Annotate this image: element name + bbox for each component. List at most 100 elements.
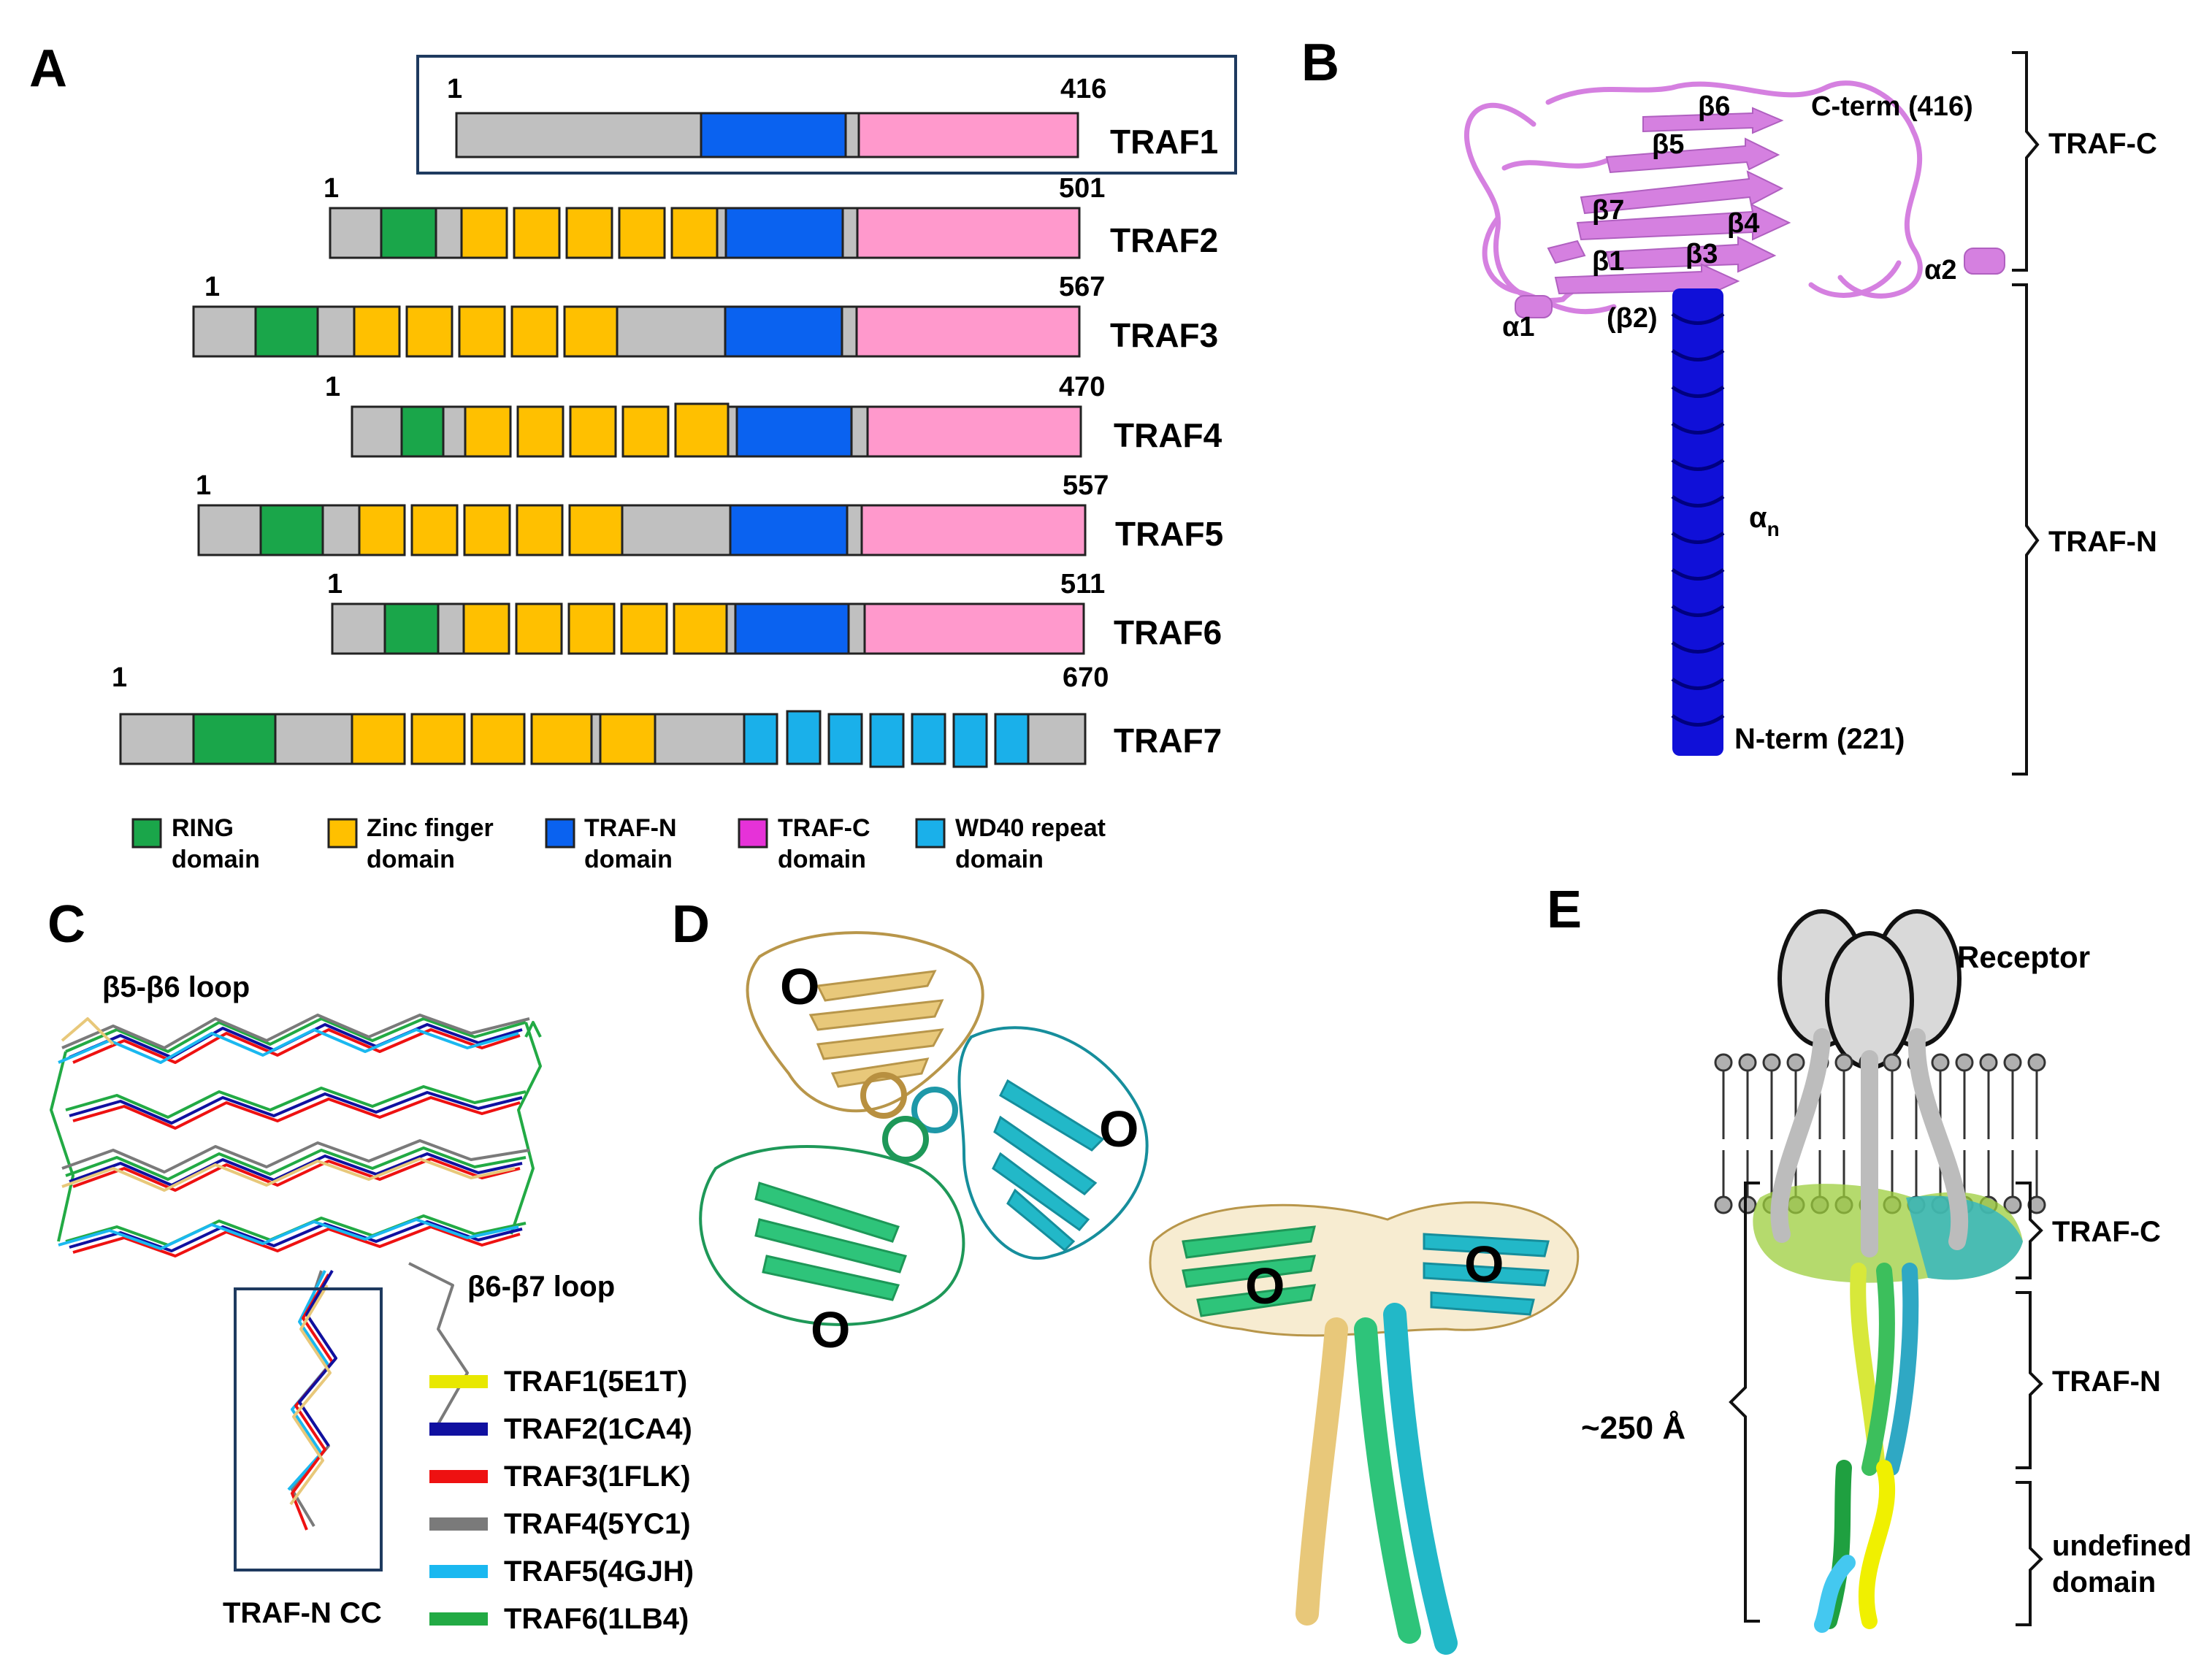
legend-swatch-traf4 bbox=[429, 1517, 488, 1531]
legend-swatch-traf1 bbox=[429, 1375, 488, 1388]
e-label-traf-c: TRAF-C bbox=[2052, 1216, 2161, 1248]
structure-legend: TRAF1(5E1T) TRAF2(1CA4) TRAF3(1FLK) TRAF… bbox=[429, 1366, 694, 1635]
bracket-traf-c bbox=[2012, 51, 2040, 272]
legend-swatch-traf3 bbox=[429, 1470, 488, 1483]
traf2-end: 501 bbox=[1059, 173, 1105, 204]
o-mark-5: O bbox=[1464, 1236, 1504, 1293]
cyan-protomer bbox=[957, 1026, 1149, 1260]
legend-wd40-line1: WD40 repeat bbox=[955, 814, 1106, 842]
label-b3: β3 bbox=[1685, 239, 1718, 269]
superimposed-traces bbox=[50, 1014, 542, 1531]
panel-d-label: D bbox=[672, 895, 710, 954]
traf6-end: 511 bbox=[1060, 569, 1105, 600]
side-helices bbox=[1296, 1303, 1458, 1655]
traf1-name: TRAF1 bbox=[1110, 123, 1218, 161]
legend-traf5: TRAF5(4GJH) bbox=[504, 1555, 694, 1588]
legend-traf3: TRAF3(1FLK) bbox=[504, 1460, 691, 1493]
trimer-side-view bbox=[1149, 1201, 1580, 1655]
traf1-domain-bar bbox=[455, 112, 1079, 158]
green-protomer bbox=[699, 1145, 965, 1326]
label-b5: β5 bbox=[1652, 129, 1684, 160]
legend-wd40-line2: domain bbox=[955, 846, 1044, 873]
label-b7: β7 bbox=[1592, 195, 1624, 226]
traf6-domain-bar bbox=[331, 602, 1085, 655]
legend-trafn-line1: TRAF-N bbox=[584, 814, 677, 842]
label-b6: β6 bbox=[1698, 91, 1730, 122]
panel-c: C β5-β6 loop β6-β7 loop bbox=[47, 895, 694, 1635]
legend-zinc-line2: domain bbox=[367, 846, 455, 873]
e-label-undefined-1: undefined bbox=[2052, 1530, 2192, 1562]
label-a2: α2 bbox=[1924, 255, 1957, 286]
legend-swatch-traf5 bbox=[429, 1565, 488, 1578]
distance-label: ~250 Å bbox=[1581, 1410, 1685, 1446]
traf4-end: 470 bbox=[1059, 372, 1105, 402]
traf6-name: TRAF6 bbox=[1114, 613, 1222, 651]
traf5-name: TRAF5 bbox=[1115, 515, 1223, 553]
legend-ring-line1: RING bbox=[172, 814, 234, 842]
traf-trimer-structure bbox=[1753, 1028, 2023, 1633]
gold-protomer bbox=[746, 931, 984, 1113]
traf4-start: 1 bbox=[325, 372, 340, 402]
bracket-e-traf-n bbox=[2016, 1291, 2043, 1469]
traf1-end: 416 bbox=[1060, 74, 1106, 104]
traf-c-beta-sandwich bbox=[1464, 80, 1923, 315]
trimer-top-view bbox=[699, 931, 1149, 1326]
traf1-highlight-box bbox=[416, 55, 1237, 175]
traf5-start: 1 bbox=[196, 470, 211, 501]
legend-swatch-zinc-finger bbox=[327, 818, 358, 849]
legend-swatch-traf6 bbox=[429, 1612, 488, 1626]
traf3-name: TRAF3 bbox=[1110, 316, 1218, 354]
legend-trafc-line2: domain bbox=[778, 846, 866, 873]
receptor-trimer bbox=[1777, 909, 1962, 1070]
legend-traf2: TRAF2(1CA4) bbox=[504, 1413, 692, 1445]
legend-traf1: TRAF1(5E1T) bbox=[504, 1366, 687, 1398]
label-b1: β1 bbox=[1592, 246, 1624, 277]
o-mark-2: O bbox=[1099, 1100, 1138, 1157]
traf-n-cc-label: TRAF-N CC bbox=[223, 1597, 382, 1629]
label-b2: (β2) bbox=[1607, 303, 1658, 334]
traf1-start: 1 bbox=[447, 74, 462, 104]
legend-swatch-ring bbox=[131, 818, 162, 849]
traf4-domain-bar bbox=[351, 402, 1082, 458]
alpha-n-helix bbox=[1671, 288, 1725, 756]
label-nterm: N-term (221) bbox=[1734, 723, 1905, 755]
traf7-end: 670 bbox=[1063, 662, 1109, 693]
legend-swatch-traf-n bbox=[545, 818, 575, 849]
central-coiled-coil bbox=[860, 1072, 958, 1163]
panel-e: E Receptor bbox=[1547, 881, 2192, 1633]
legend-trafn-line2: domain bbox=[584, 846, 673, 873]
traf2-start: 1 bbox=[324, 173, 339, 204]
receptor-label: Receptor bbox=[1957, 940, 2090, 974]
domain-legend: RING domain Zinc finger domain TRAF-N do… bbox=[131, 814, 1106, 873]
panel-b-label: B bbox=[1301, 34, 1339, 92]
traf2-domain-bar bbox=[329, 207, 1081, 259]
bracket-e-traf-c bbox=[2016, 1182, 2043, 1279]
legend-traf4: TRAF4(5YC1) bbox=[504, 1508, 691, 1540]
traf-n-cc-box bbox=[234, 1287, 383, 1571]
legend-trafc-line1: TRAF-C bbox=[778, 814, 870, 842]
label-a1: α1 bbox=[1502, 312, 1535, 342]
traf6-start: 1 bbox=[327, 569, 342, 600]
panel-b: B bbox=[1301, 34, 2157, 776]
loop-b5-b6-label: β5-β6 loop bbox=[102, 971, 250, 1003]
panel-a: A 1 416 TRAF1 1 501 T bbox=[29, 39, 1237, 873]
legend-zinc-line1: Zinc finger bbox=[367, 814, 494, 842]
traf5-end: 557 bbox=[1063, 470, 1109, 501]
legend-swatch-traf-c bbox=[738, 818, 768, 849]
panel-d: D bbox=[672, 895, 1580, 1655]
traf5-domain-bar bbox=[197, 504, 1087, 556]
traf4-name: TRAF4 bbox=[1114, 416, 1222, 454]
bracket-label-traf-c: TRAF-C bbox=[2048, 128, 2157, 160]
o-mark-4: O bbox=[1245, 1257, 1285, 1314]
traf2-name: TRAF2 bbox=[1110, 221, 1218, 259]
label-b4: β4 bbox=[1727, 208, 1759, 239]
legend-traf6: TRAF6(1LB4) bbox=[504, 1603, 689, 1635]
o-mark-3: O bbox=[811, 1301, 850, 1358]
alpha-n-base: α bbox=[1749, 502, 1767, 534]
panel-a-label: A bbox=[29, 39, 67, 98]
panel-c-label: C bbox=[47, 895, 85, 954]
bracket-label-traf-n: TRAF-N bbox=[2048, 526, 2157, 558]
loop-b6-b7-label: β6-β7 loop bbox=[467, 1271, 615, 1303]
legend-swatch-traf2 bbox=[429, 1423, 488, 1436]
